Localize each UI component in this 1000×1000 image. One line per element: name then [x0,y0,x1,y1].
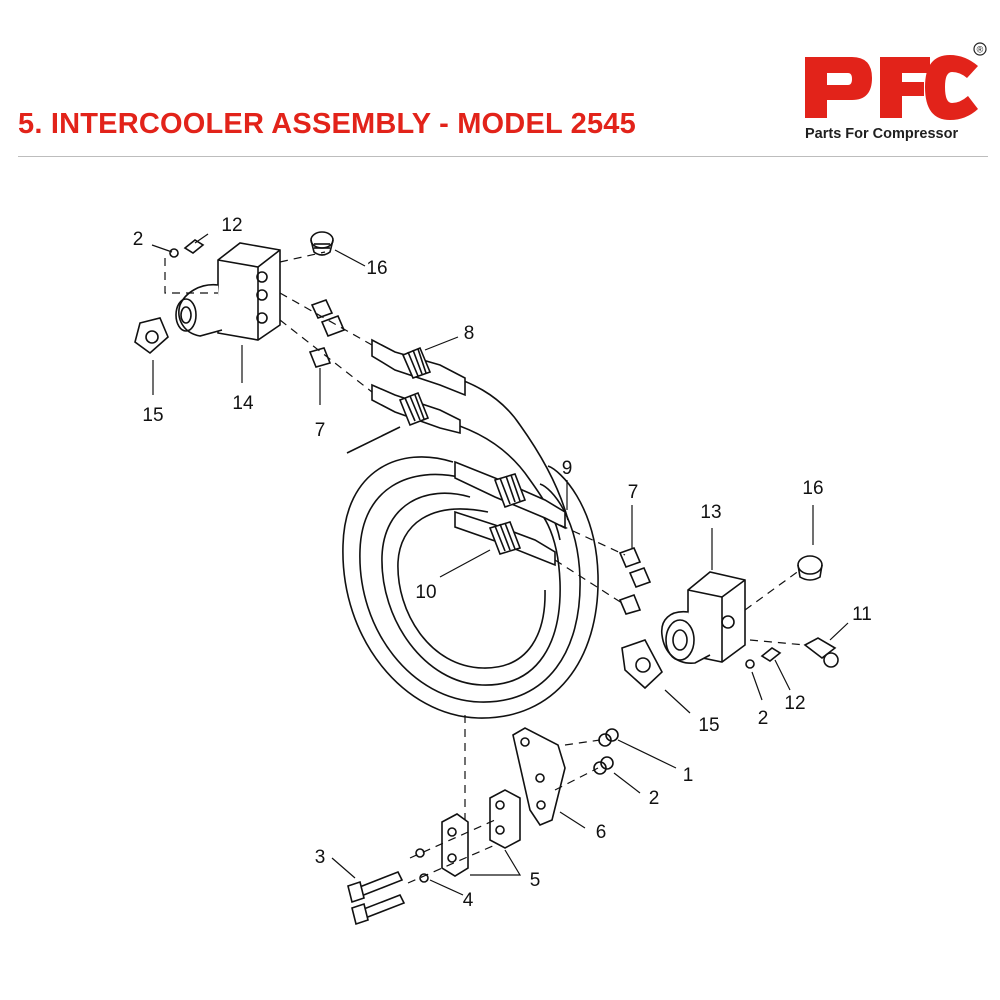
registered-mark-circle [973,42,987,56]
pfc-logo: ® [805,42,987,120]
callout-15: 15 [698,715,719,736]
leader-lines [151,233,849,896]
callout-12: 12 [221,215,242,236]
logo-tagline: Parts For Compressor [805,126,959,142]
callout-7: 7 [315,420,326,441]
callout-15: 15 [142,405,163,426]
callout-2: 2 [133,229,144,250]
finned-tube-lower [454,460,566,567]
callout-13: 13 [700,502,721,523]
callout-3: 3 [315,847,326,868]
callout-14: 14 [232,393,254,414]
callout-1: 1 [683,765,694,786]
drain-valve-11 [803,637,839,668]
logo-letter-c [925,55,978,120]
callout-10: 10 [415,582,436,603]
bolt-12-right [760,647,782,662]
callout-11: 11 [852,604,872,625]
finned-tube-upper [371,338,466,435]
bolt-12-left [183,239,205,254]
washer-4-a [415,848,425,858]
nuts-1 [593,728,619,775]
clamps-5 [441,789,521,877]
callout-4: 4 [463,890,474,911]
logo-letter-f [880,57,930,118]
bracket-6 [512,727,566,826]
plug-16-left [310,231,334,256]
page-title: 5. INTERCOOLER ASSEMBLY - MODEL 2545 [18,108,636,140]
callout-2: 2 [758,708,769,729]
registered-mark: ® [977,45,984,55]
left-gasket [134,317,169,355]
logo-letter-p [805,57,872,118]
callout-9: 9 [562,458,573,479]
callout-5: 5 [530,870,541,891]
callout-6: 6 [596,822,607,843]
washer-2-left [169,248,179,258]
right-tee-block [661,571,746,664]
callout-2: 2 [649,788,660,809]
callout-7: 7 [628,482,639,503]
washer-4-b [419,873,429,883]
plug-16-right [797,555,823,581]
left-tee-block [175,242,281,341]
callout-16: 16 [366,258,387,279]
callout-numbers: 2 12 16 8 15 14 7 9 7 13 16 10 11 15 2 1… [133,215,872,911]
intercooler-coil [342,369,599,719]
right-gasket [621,639,663,690]
header-divider [18,156,988,157]
assembly-dashed-lines [164,251,806,884]
callout-16: 16 [802,478,823,499]
fittings-7-right [618,546,652,615]
callout-12: 12 [784,693,805,714]
bolts-3 [347,870,406,926]
washer-2-right [745,659,755,669]
callout-8: 8 [464,323,475,344]
